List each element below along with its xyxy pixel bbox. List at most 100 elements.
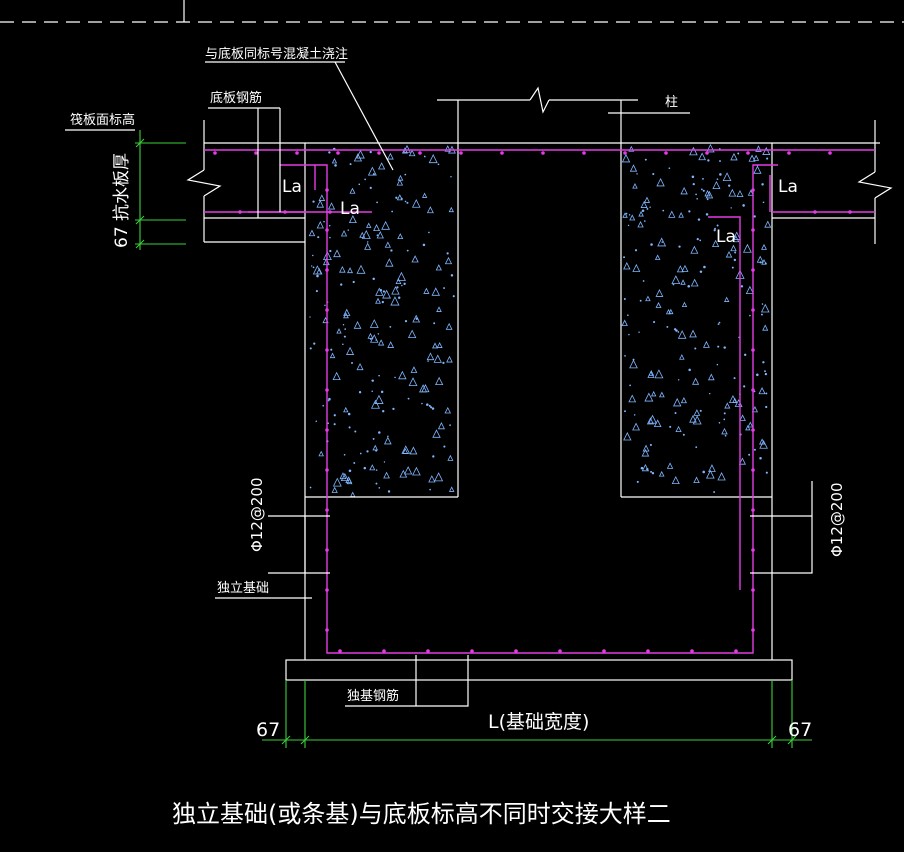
aggregate-mark [716, 178, 719, 180]
aggregate-mark [399, 469, 408, 478]
concrete-fill-left [308, 144, 456, 497]
rebar-dot [213, 151, 217, 155]
aggregate-mark [702, 470, 705, 474]
aggregate-mark [366, 450, 369, 453]
aggregate-mark [310, 265, 313, 267]
aggregate-mark [339, 472, 347, 480]
aggregate-mark [678, 212, 684, 218]
column-label: 柱 [665, 95, 678, 110]
aggregate-mark [395, 278, 402, 285]
rebar-dot [325, 468, 329, 472]
aggregate-mark [705, 190, 714, 199]
aggregate-mark [378, 374, 380, 377]
aggregate-mark [426, 206, 434, 214]
aggregate-mark [373, 224, 381, 232]
aggregate-mark [705, 213, 709, 216]
aggregate-mark [442, 361, 445, 365]
aggregate-mark [666, 462, 674, 469]
rebar-dots [213, 151, 852, 653]
aggregate-mark [691, 175, 695, 178]
aggregate-mark [333, 249, 341, 258]
rebar-dot [325, 188, 329, 192]
rebar-dot [325, 348, 329, 352]
rebar-dot [751, 508, 755, 512]
aggregate-mark [444, 256, 453, 265]
aggregate-mark [452, 295, 455, 298]
foundation-outline [285, 143, 793, 681]
aggregate-mark [707, 373, 715, 381]
aggregate-mark [385, 258, 394, 267]
aggregate-mark [401, 284, 403, 287]
aggregate-mark [732, 231, 741, 240]
aggregate-mark [749, 314, 751, 317]
aggregate-mark [437, 422, 445, 430]
aggregate-mark [656, 177, 665, 187]
aggregate-mark [329, 249, 332, 253]
aggregate-mark [381, 220, 391, 230]
aggregate-mark [359, 452, 362, 455]
aggregate-mark [629, 164, 638, 172]
aggregate-mark [356, 149, 365, 159]
aggregate-mark [674, 411, 677, 414]
aggregate-mark [327, 202, 336, 210]
aggregate-mark [407, 397, 410, 400]
aggregate-mark [450, 274, 454, 277]
aggregate-mark [700, 188, 703, 191]
aggregate-mark [390, 296, 400, 306]
aggregate-mark [669, 425, 672, 428]
rebar-dot [690, 649, 694, 653]
slab-top-elevation-label: 筏板面标高 [70, 112, 135, 128]
width-label: L(基础宽度) [488, 711, 589, 733]
aggregate-mark [723, 412, 726, 415]
aggregate-mark [347, 267, 354, 274]
aggregate-mark [353, 320, 362, 329]
aggregate-mark [435, 264, 442, 271]
aggregate-mark [648, 414, 658, 424]
aggregate-mark [342, 324, 345, 326]
aggregate-mark [396, 179, 404, 186]
la-label-right-top: La [778, 177, 798, 197]
aggregate-mark [395, 196, 398, 199]
aggregate-mark [346, 346, 355, 355]
aggregate-mark [428, 231, 430, 234]
aggregate-mark [716, 363, 719, 366]
aggregate-mark [627, 224, 630, 227]
aggregate-mark [695, 193, 697, 196]
rebar-dot [325, 388, 329, 392]
aggregate-mark [696, 238, 699, 241]
aggregate-mark [375, 297, 381, 304]
rebar-dot [623, 151, 627, 155]
rebar-dot [500, 151, 504, 155]
aggregate-mark [636, 480, 639, 483]
aggregate-mark [328, 397, 331, 401]
aggregate-mark [690, 278, 699, 287]
aggregate-mark [330, 348, 333, 351]
aggregate-mark [340, 472, 349, 482]
aggregate-mark [349, 163, 352, 166]
la-label-right-bottom: La [716, 227, 736, 247]
aggregate-mark [762, 146, 771, 155]
aggregate-mark [621, 319, 628, 326]
aggregate-mark [327, 400, 330, 402]
aggregate-mark [650, 470, 653, 473]
aggregate-mark [392, 407, 395, 411]
aggregate-mark [675, 329, 678, 332]
aggregate-mark [762, 324, 769, 331]
aggregate-mark [369, 150, 372, 154]
aggregate-mark [354, 430, 357, 433]
aggregate-mark [369, 186, 372, 189]
aggregate-mark [367, 166, 377, 176]
aggregate-mark [627, 314, 629, 317]
aggregate-mark [753, 448, 756, 451]
aggregate-mark [747, 189, 754, 196]
aggregate-mark [383, 461, 386, 463]
aggregate-mark [658, 470, 665, 477]
aggregate-mark [363, 466, 367, 470]
aggregate-mark [655, 301, 662, 308]
aggregate-mark [623, 256, 626, 259]
aggregate-mark [328, 151, 331, 154]
aggregate-mark [644, 220, 646, 222]
aggregate-mark [312, 265, 322, 275]
aggregate-mark [661, 241, 664, 243]
aggregate-mark [329, 236, 331, 239]
